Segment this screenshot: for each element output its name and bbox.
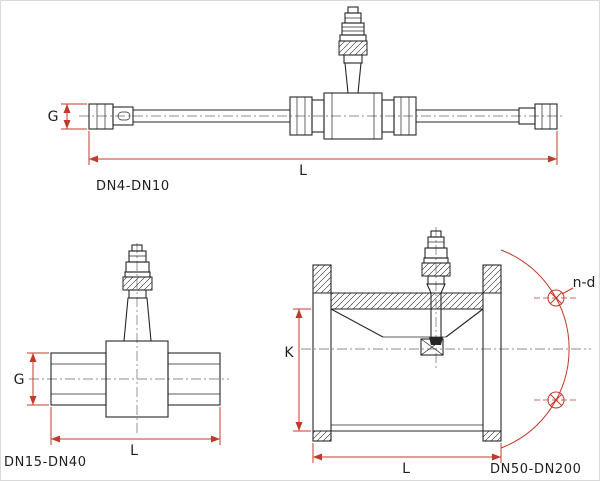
dimension-g-medium: G — [14, 352, 49, 406]
diagram-dn15-dn40: G L DN15-DN40 — [4, 243, 229, 470]
dimension-label-l: L — [402, 461, 410, 477]
sensor-assembly-icon — [122, 244, 153, 342]
dimension-label-l: L — [299, 163, 307, 179]
dimension-g-small: G — [48, 103, 87, 130]
dimension-l-small: L — [88, 131, 558, 179]
caption-dn4-dn10: DN4-DN10 — [96, 179, 170, 194]
dimension-label-k: K — [284, 345, 294, 361]
caption-dn15-dn40: DN15-DN40 — [4, 455, 87, 470]
rotor-hub — [429, 337, 443, 345]
bolt-pattern-label: n-d — [573, 275, 596, 291]
dimension-label-g: G — [48, 109, 59, 125]
diagram-dn4-dn10: G L DN4-DN10 — [48, 6, 563, 194]
dimension-label-g: G — [14, 372, 25, 388]
dimension-l-medium: L — [50, 407, 221, 459]
caption-dn50-dn200: DN50-DN200 — [490, 462, 582, 477]
meter-body — [50, 340, 221, 418]
meter-body-flanged — [312, 264, 502, 442]
meter-body — [88, 92, 558, 140]
diagram-dn50-dn200: n-d K L DN50-DN200 — [284, 227, 595, 477]
sensor-assembly-icon — [338, 6, 368, 94]
dimension-label-l: L — [130, 443, 138, 459]
bolt-circle: n-d — [500, 249, 596, 449]
dimension-l-large: L — [312, 443, 502, 477]
dimension-k-large: K — [284, 308, 311, 432]
sensor-assembly-icon — [421, 230, 451, 337]
